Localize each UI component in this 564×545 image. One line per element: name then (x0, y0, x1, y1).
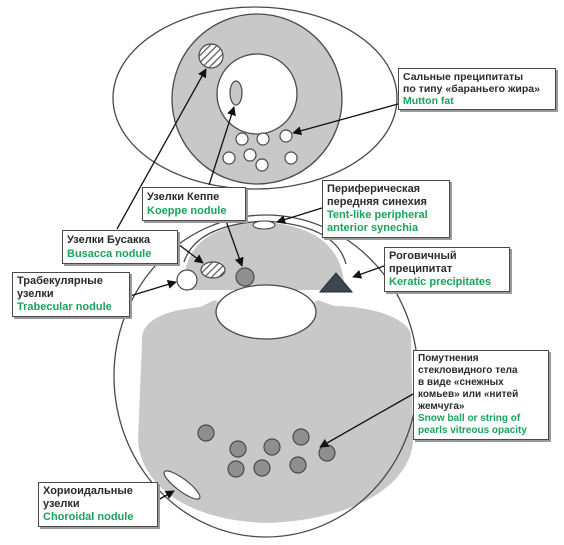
vitreous-opacities (197, 424, 336, 478)
mutton-fat-dot (243, 148, 257, 162)
snowball-opacity (229, 440, 247, 458)
label-text-en: Snow ball or string of (418, 413, 521, 424)
label-text-en: Mutton fat (403, 95, 454, 107)
label-text-en: Keratic precipitates (389, 276, 492, 288)
label-text-ru: Сальные преципитаты (403, 71, 524, 83)
vitreous-body (138, 300, 413, 523)
label-text-en: pearls vitreous opacity (418, 425, 527, 436)
keratic-precipitate (318, 272, 354, 293)
arrow-trabecular (129, 280, 177, 297)
label-text-ru: Периферическая (327, 183, 421, 195)
label-text-en: Koeppe nodule (147, 205, 227, 217)
arrow-synechia (276, 207, 323, 224)
label-text-ru: передняя синехия (327, 196, 427, 208)
label-text-ru: Узелки Бусакка (67, 234, 151, 246)
mutton-fat-dot (279, 129, 293, 143)
label-text-en: anterior synechia (327, 222, 419, 234)
koeppe-nodule-front (229, 80, 243, 106)
label-text-ru: жемчуга» (418, 401, 465, 412)
label-vitreous: Помутнения стекловидного тела в виде «сн… (413, 350, 549, 440)
pupil (216, 53, 298, 135)
label-text-ru: Узелки Кеппе (147, 191, 220, 203)
arrow-koeppe-section (224, 217, 244, 267)
arrow-vitreous (319, 393, 414, 448)
arrow-choroidal (157, 490, 175, 501)
pointer-arrows (116, 68, 414, 501)
snowball-opacity (227, 460, 245, 478)
label-keratic: Роговичный преципитат Keratic precipitat… (384, 247, 510, 292)
label-text-ru: стекловидного тела (418, 365, 518, 376)
arrow-mutton-fat (292, 103, 399, 136)
mutton-fat-dot (256, 132, 270, 146)
label-text-ru: в виде «снежных (418, 377, 504, 388)
label-text-en: Trabecular nodule (17, 301, 112, 313)
snowball-opacity (289, 456, 307, 474)
snowball-opacity (318, 444, 336, 462)
mutton-fat-precipitates (222, 129, 298, 172)
lens (215, 284, 317, 340)
label-text-ru: Хориоидальные (43, 485, 133, 497)
label-trabecular: Трабекулярные узелки Trabecular nodule (12, 272, 130, 317)
label-text-en: Choroidal nodule (43, 511, 134, 523)
arrow-busacca-front (116, 68, 207, 230)
choroidal-nodule (163, 470, 201, 500)
label-text-en: Tent-like peripheral (327, 209, 428, 221)
tent-synechia (252, 220, 276, 230)
arrow-keratic (352, 265, 385, 279)
label-choroidal: Хориоидальные узелки Choroidal nodule (38, 482, 158, 527)
koeppe-nodule-section (235, 267, 255, 287)
label-text-ru: по типу «бараньего жира» (403, 83, 540, 95)
snowball-opacity (253, 459, 271, 477)
label-peripheral-synechia: Периферическая передняя синехия Tent-lik… (322, 180, 450, 238)
label-text-ru: комьев» или «нитей (418, 389, 519, 400)
arrow-busacca-section (177, 243, 204, 264)
snowball-opacity (263, 438, 281, 456)
trabecular-nodule (176, 269, 198, 291)
label-text-ru: Помутнения (418, 353, 479, 364)
mutton-fat-dot (284, 151, 298, 165)
mutton-fat-dot (222, 151, 236, 165)
mutton-fat-dot (255, 158, 269, 172)
mutton-fat-dot (235, 132, 249, 146)
label-text-ru: Роговичный (389, 250, 457, 262)
label-busacca: Узелки Бусакка Busacca nodule (62, 230, 178, 264)
label-text-en: Busacca nodule (67, 248, 152, 260)
snowball-opacity (197, 424, 215, 442)
label-text-ru: Трабекулярные (17, 275, 103, 287)
arrow-koeppe-front (208, 106, 236, 186)
label-mutton-fat: Сальные преципитаты по типу «бараньего ж… (398, 68, 556, 110)
busacca-nodule-front (198, 43, 224, 69)
snowball-opacity (292, 428, 310, 446)
label-text-ru: узелки (43, 498, 80, 510)
label-text-ru: узелки (17, 288, 54, 300)
label-text-ru: преципитат (389, 263, 453, 275)
cross-section (113, 214, 419, 538)
busacca-nodule-section (200, 261, 226, 279)
label-koeppe: Узелки Кеппе Koeppe nodule (142, 187, 246, 221)
